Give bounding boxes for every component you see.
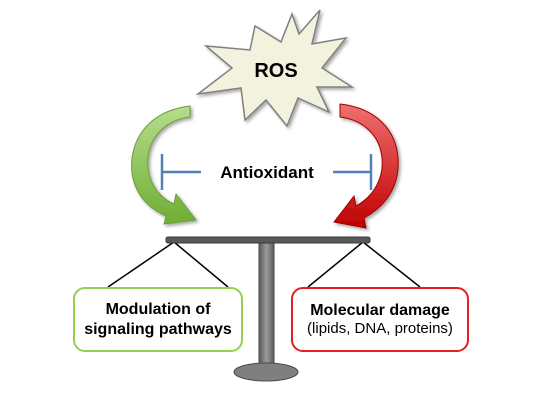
antioxidant-label: Antioxidant bbox=[220, 163, 314, 182]
damage-line2: (lipids, DNA, proteins) bbox=[307, 320, 453, 338]
left-pan-string-inner bbox=[173, 241, 229, 288]
left-pan-string-outer bbox=[107, 241, 175, 288]
right-pan-string-inner bbox=[307, 241, 364, 288]
modulation-line2: signaling pathways bbox=[84, 320, 232, 338]
scale-pole bbox=[258, 241, 275, 371]
ros-starburst bbox=[195, 9, 355, 128]
green-arrow-icon bbox=[131, 105, 197, 225]
modulation-line1: Modulation of bbox=[105, 300, 211, 318]
modulation-box: Modulation of signaling pathways bbox=[73, 287, 243, 352]
damage-line1: Molecular damage bbox=[310, 301, 450, 319]
ros-label: ROS bbox=[254, 60, 297, 82]
scale-base bbox=[233, 362, 299, 382]
scale-beam bbox=[165, 236, 371, 244]
red-arrow-icon bbox=[333, 103, 399, 229]
damage-box: Molecular damage (lipids, DNA, proteins) bbox=[291, 287, 469, 352]
right-pan-string-outer bbox=[362, 241, 421, 288]
